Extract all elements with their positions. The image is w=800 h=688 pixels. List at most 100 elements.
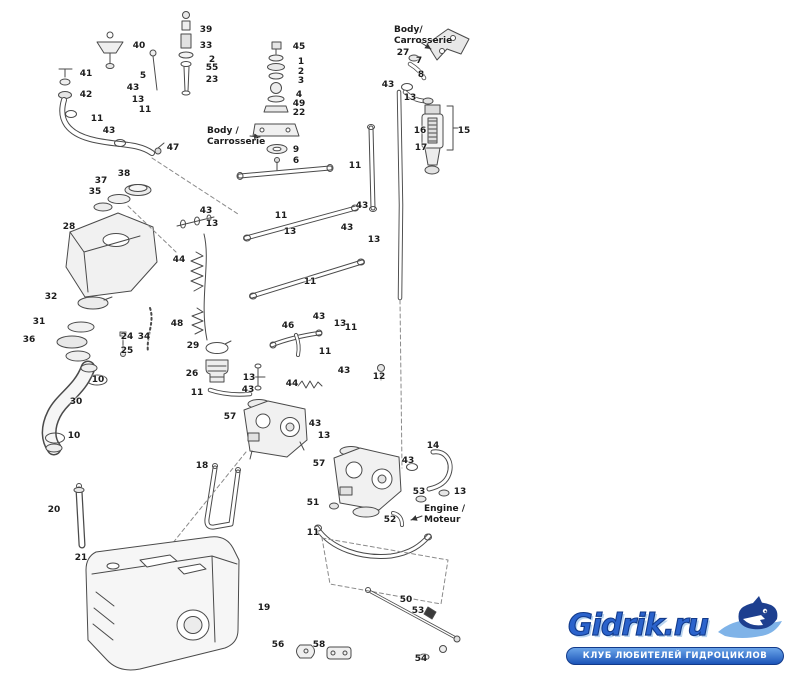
part-label-11: 11 xyxy=(190,388,204,398)
part-label-41: 41 xyxy=(79,69,93,79)
part-label-50: 50 xyxy=(399,595,413,605)
part-label-6: 6 xyxy=(292,156,300,166)
part-label-26: 26 xyxy=(185,369,199,379)
fitting-41-42-art xyxy=(58,68,73,99)
part-label-13: 13 xyxy=(131,95,145,105)
part-label-43: 43 xyxy=(401,456,415,466)
annotation-arrows-art xyxy=(249,41,432,521)
fuel-lines-art xyxy=(176,89,404,469)
part-label-2: 2 xyxy=(297,67,305,77)
part-label-32: 32 xyxy=(44,292,58,302)
part-label-43: 43 xyxy=(126,83,140,93)
part-label-22: 22 xyxy=(292,108,306,118)
watermark-logo: Gidrik.ru КЛУБ ЛЮБИТЕЛЕЙ ГИДРОЦИКЛОВ xyxy=(566,596,784,665)
watermark-brand-row: Gidrik.ru xyxy=(566,596,784,646)
dashed-guides-art xyxy=(127,157,247,545)
part-label-48: 48 xyxy=(170,319,184,329)
part-label-23: 23 xyxy=(205,75,219,85)
part-label-13: 13 xyxy=(333,319,347,329)
part-label-19: 19 xyxy=(257,603,271,613)
carburetor-2-art xyxy=(333,446,402,518)
carb-top-stack-art xyxy=(252,41,300,171)
watermark-brand-text: Gidrik.ru xyxy=(567,607,709,643)
part-label-4: 4 xyxy=(295,90,303,100)
watermark-tagline-banner: КЛУБ ЛЮБИТЕЛЕЙ ГИДРОЦИКЛОВ xyxy=(566,647,784,665)
springs-art xyxy=(190,233,208,341)
part-label-13: 13 xyxy=(367,235,381,245)
part-label-44: 44 xyxy=(172,255,186,265)
part-label-43: 43 xyxy=(241,385,255,395)
part-label-24: 24 xyxy=(120,332,134,342)
part-label-9: 9 xyxy=(292,145,300,155)
carburetor-1-art xyxy=(243,399,308,460)
part-label-17: 17 xyxy=(414,143,428,153)
part-label-55: 55 xyxy=(205,63,219,73)
part-label-38: 38 xyxy=(117,169,131,179)
part-label-37: 37 xyxy=(94,176,108,186)
annotation-engine-moteur: Engine /Moteur xyxy=(424,504,466,525)
part-label-13: 13 xyxy=(317,431,331,441)
annotation-body-carrosserie-right: Body/Carrosserie xyxy=(394,25,453,46)
part-label-34: 34 xyxy=(137,332,151,342)
part-label-43: 43 xyxy=(199,206,213,216)
bracket-18-art xyxy=(204,463,241,530)
part-label-3: 3 xyxy=(297,76,305,86)
part-label-47: 47 xyxy=(166,143,180,153)
part-label-13: 13 xyxy=(205,219,219,229)
pump-fittings-art xyxy=(329,449,453,527)
bottom-hose-art xyxy=(314,524,449,605)
filler-funnel-art xyxy=(96,31,124,69)
watermark-tagline-text: КЛУБ ЛЮБИТЕЛЕЙ ГИДРОЦИКЛОВ xyxy=(582,651,768,661)
part-label-10: 10 xyxy=(67,431,81,441)
fuel-tank-art xyxy=(73,483,240,671)
cap-tether-art xyxy=(119,307,153,357)
part-label-31: 31 xyxy=(32,317,46,327)
part-label-57: 57 xyxy=(312,459,326,469)
cable-art xyxy=(296,587,461,661)
part-label-10: 10 xyxy=(91,375,105,385)
part-label-57: 57 xyxy=(223,412,237,422)
part-label-56: 56 xyxy=(271,640,285,650)
part-label-18: 18 xyxy=(195,461,209,471)
part-label-52: 52 xyxy=(383,515,397,525)
part-label-15: 15 xyxy=(457,126,471,136)
part-label-43: 43 xyxy=(381,80,395,90)
part-label-43: 43 xyxy=(312,312,326,322)
part-label-36: 36 xyxy=(22,335,36,345)
part-label-11: 11 xyxy=(274,211,288,221)
part-label-29: 29 xyxy=(186,341,200,351)
part-label-43: 43 xyxy=(308,419,322,429)
part-label-46: 46 xyxy=(281,321,295,331)
filler-neck-art xyxy=(65,184,158,298)
part-label-5: 5 xyxy=(139,71,147,81)
part-label-11: 11 xyxy=(306,528,320,538)
part-label-20: 20 xyxy=(47,505,61,515)
part-label-14: 14 xyxy=(426,441,440,451)
part-label-42: 42 xyxy=(79,90,93,100)
vent-hose-art xyxy=(59,97,165,156)
part-label-11: 11 xyxy=(318,347,332,357)
part-label-11: 11 xyxy=(138,105,152,115)
part-label-53: 53 xyxy=(412,487,426,497)
part-label-7: 7 xyxy=(415,56,423,66)
part-label-44: 44 xyxy=(285,379,299,389)
part-label-35: 35 xyxy=(88,187,102,197)
part-label-13: 13 xyxy=(453,487,467,497)
part-label-40: 40 xyxy=(132,41,146,51)
part-label-16: 16 xyxy=(413,126,427,136)
part-label-49: 49 xyxy=(292,99,306,109)
part-label-53: 53 xyxy=(411,606,425,616)
part-label-33: 33 xyxy=(199,41,213,51)
fuel-filter-art xyxy=(401,54,459,175)
part-label-1: 1 xyxy=(297,57,305,67)
part-label-13: 13 xyxy=(242,373,256,383)
part-label-8: 8 xyxy=(417,70,425,80)
part-label-21: 21 xyxy=(74,553,88,563)
part-label-28: 28 xyxy=(62,222,76,232)
part-label-12: 12 xyxy=(372,372,386,382)
part-label-13: 13 xyxy=(283,227,297,237)
part-label-11: 11 xyxy=(90,114,104,124)
